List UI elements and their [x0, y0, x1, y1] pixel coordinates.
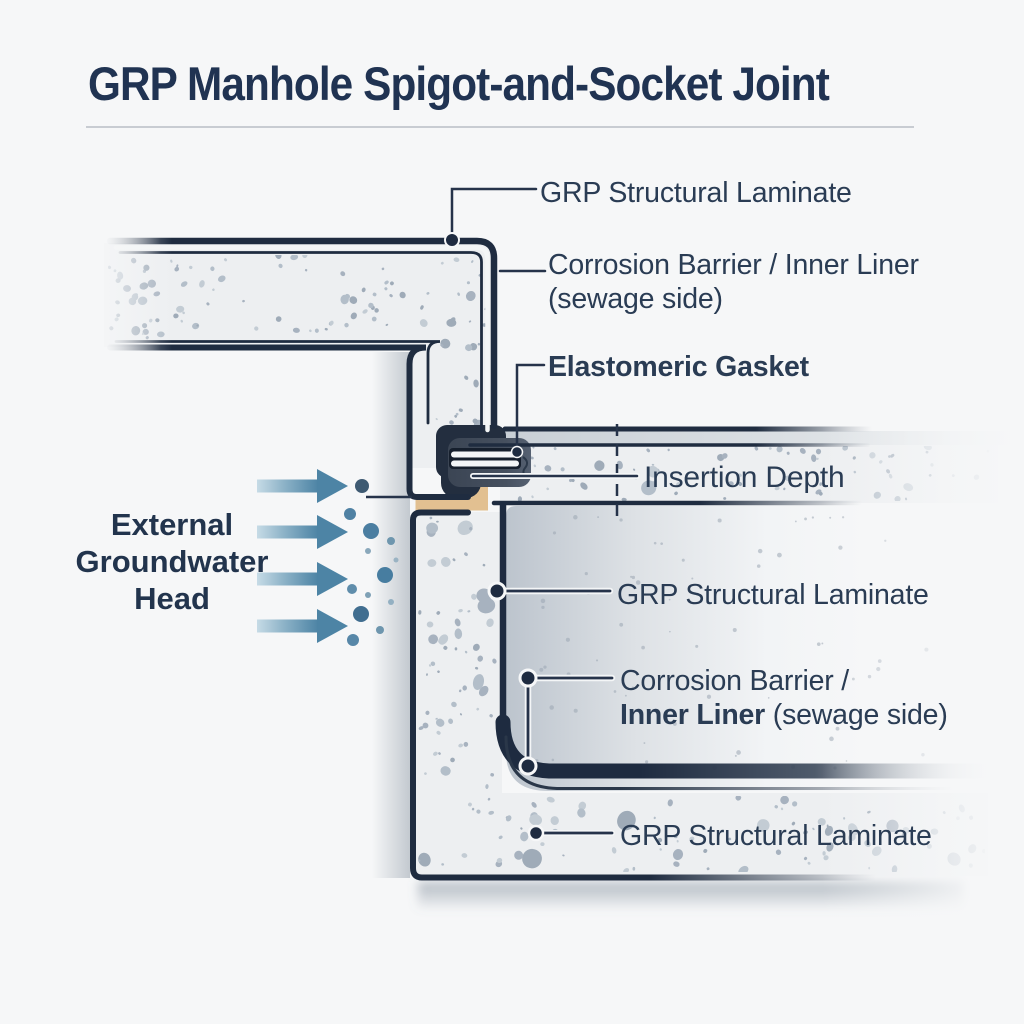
upper-wall-outlines — [106, 237, 498, 500]
leader-lines — [450, 187, 640, 836]
fade-washes — [60, 226, 1024, 964]
lower-wall-outer-edge — [410, 509, 879, 881]
label-line: Groundwater — [75, 544, 269, 579]
label-grp-structural-laminate-mid: GRP Structural Laminate — [617, 579, 929, 611]
label-line: Corrosion Barrier / — [620, 665, 850, 697]
groundwater-arrow-head — [317, 515, 348, 549]
water-droplets — [344, 479, 399, 646]
water-droplet — [388, 599, 394, 605]
laminate-speckle-texture-lower-left — [418, 516, 498, 789]
shadow-left-of-wall — [372, 352, 410, 878]
spigot-tip-bar — [451, 460, 519, 467]
leader-dot — [487, 581, 507, 601]
water-droplet — [363, 523, 379, 539]
label-line: Head — [134, 581, 210, 616]
groundwater-arrow-shaft — [257, 572, 318, 586]
spigot-tip-bar — [451, 451, 519, 458]
diagram-title: GRP Manhole Spigot-and-Socket Joint — [88, 57, 830, 110]
leader-dot — [444, 232, 460, 248]
upper-wall-inner-contour — [114, 340, 441, 425]
label-sewage-side: (sewage side) — [765, 699, 948, 731]
leader-dot — [518, 668, 538, 688]
label-line: Corrosion Barrier / Inner Liner — [548, 249, 919, 281]
socket-gasket-assembly — [436, 425, 531, 498]
water-droplet — [393, 557, 399, 563]
label-grp-structural-laminate-top: GRP Structural Laminate — [540, 177, 852, 209]
upper-wall-inner-edge — [107, 344, 471, 500]
label-grp-structural-laminate-bottom: GRP Structural Laminate — [620, 820, 932, 852]
water-droplet — [365, 548, 371, 554]
upper-wall-fill — [104, 243, 495, 468]
liner-gap-line — [113, 245, 490, 433]
leader-dots — [444, 232, 545, 842]
water-droplet — [377, 567, 393, 583]
water-droplet — [376, 626, 384, 634]
water-droplet — [387, 537, 395, 545]
water-droplet — [347, 634, 359, 646]
groundwater-arrow-shaft — [257, 525, 318, 539]
leader-grp-top — [450, 187, 538, 242]
leader-dot — [527, 824, 545, 842]
inner-liner-underline — [504, 735, 954, 790]
leader-dot — [518, 756, 538, 776]
groundwater-arrow-shaft — [257, 619, 318, 633]
groundwater-arrow-head — [317, 469, 348, 503]
label-elastomeric-gasket: Elastomeric Gasket — [548, 351, 809, 383]
spigot-slab-outlines — [468, 426, 875, 506]
water-droplet — [347, 584, 357, 594]
label-corrosion-barrier-bottom: Corrosion Barrier / Inner Liner (sewage … — [620, 664, 948, 732]
label-inner-liner-bold: Inner Liner — [620, 699, 766, 731]
leader-dot — [510, 445, 524, 459]
groundwater-arrow-shaft — [257, 479, 318, 493]
water-droplet — [344, 508, 356, 520]
leader-gasket — [515, 363, 546, 454]
groundwater-arrow-head — [317, 562, 348, 596]
water-droplet — [355, 479, 369, 493]
title-separator — [86, 126, 914, 128]
label-insertion-depth: Insertion Depth — [644, 461, 845, 494]
label-line: (sewage side) — [548, 283, 723, 315]
label-line: Inner Liner (sewage side) — [620, 698, 948, 732]
inner-liner-band — [495, 714, 996, 779]
label-line: External — [110, 507, 234, 542]
groundwater-arrows — [257, 469, 348, 643]
label-external-groundwater-head: External Groundwater Head — [57, 506, 287, 617]
label-corrosion-barrier-top: Corrosion Barrier / Inner Liner (sewage … — [548, 248, 919, 316]
lower-wall-outlines — [410, 501, 996, 881]
upper-wall-outer-edge — [106, 237, 498, 430]
water-droplet — [365, 592, 371, 598]
water-droplet — [353, 606, 369, 622]
groundwater-arrow-head — [317, 609, 348, 643]
upper-wall-liner-contour — [118, 251, 483, 433]
